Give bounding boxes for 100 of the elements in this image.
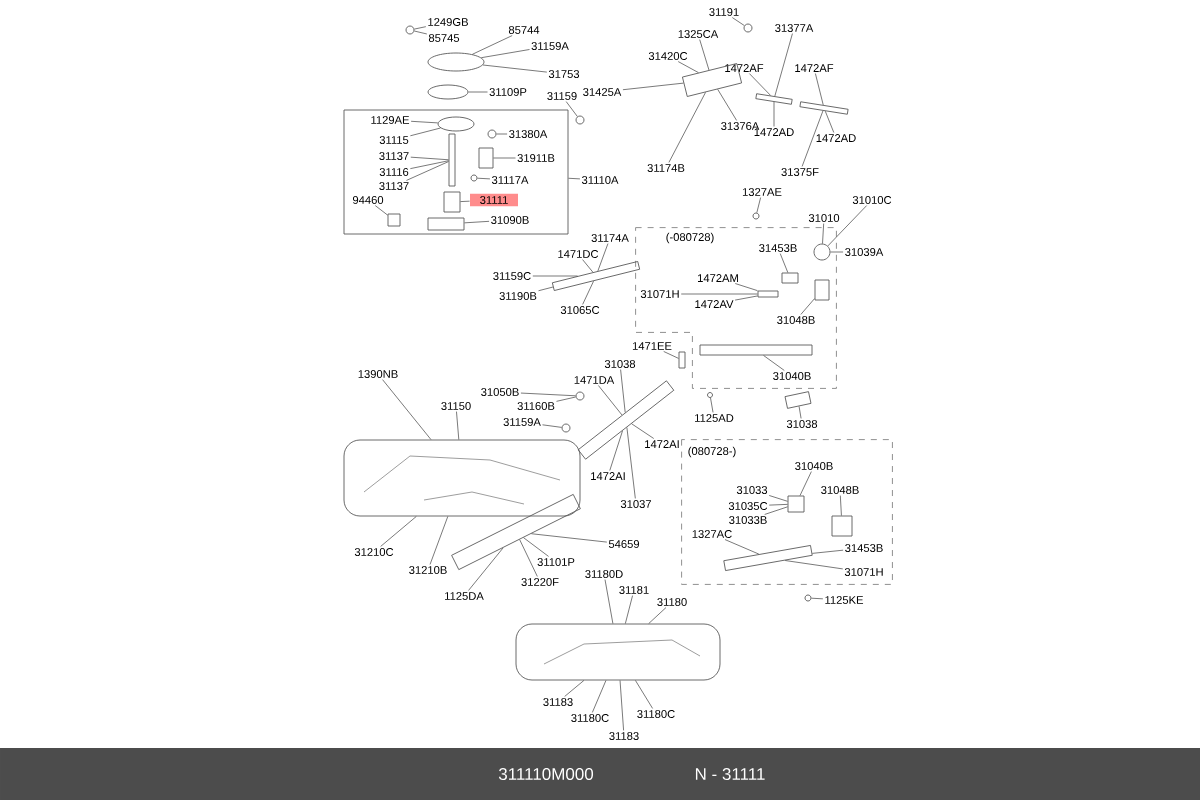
leader-line bbox=[597, 243, 609, 272]
ring-outline bbox=[427, 84, 469, 100]
leader-line bbox=[732, 17, 745, 26]
leader-line bbox=[801, 110, 824, 167]
leader-line bbox=[734, 283, 758, 292]
leader-line bbox=[756, 197, 761, 213]
leader-line bbox=[798, 406, 802, 419]
bolt-symbol bbox=[804, 594, 812, 602]
bolt-symbol bbox=[752, 212, 760, 220]
leader-line bbox=[531, 533, 608, 543]
leader-line bbox=[480, 49, 530, 59]
tube-outline bbox=[723, 545, 813, 572]
leader-line bbox=[410, 156, 449, 161]
leader-line bbox=[410, 127, 441, 137]
part-outline bbox=[831, 515, 853, 537]
leader-line bbox=[414, 26, 427, 30]
leader-line bbox=[468, 91, 488, 93]
leader-line bbox=[482, 64, 548, 73]
leader-line bbox=[774, 33, 793, 97]
bolt-symbol bbox=[561, 423, 571, 433]
ring-outline bbox=[427, 52, 485, 72]
leader-line bbox=[564, 680, 585, 697]
tube-outline bbox=[551, 261, 641, 291]
leader-line bbox=[609, 430, 623, 471]
tank-outline bbox=[343, 439, 581, 517]
leader-line bbox=[626, 427, 636, 499]
leader-line bbox=[749, 73, 771, 96]
tube-outline bbox=[577, 380, 675, 460]
leader-line bbox=[827, 205, 867, 247]
leader-line bbox=[822, 223, 825, 244]
leader-line bbox=[799, 471, 812, 496]
part-outline bbox=[814, 279, 830, 301]
bolt-symbol bbox=[575, 391, 585, 401]
leader-line bbox=[519, 539, 538, 577]
part-outline bbox=[387, 213, 401, 227]
part-outline bbox=[781, 272, 799, 284]
leader-line bbox=[784, 560, 844, 570]
tube-outline bbox=[757, 290, 779, 298]
leader-line bbox=[410, 160, 449, 169]
leader-line bbox=[460, 200, 470, 202]
leader-line bbox=[839, 495, 842, 516]
leader-line bbox=[477, 177, 491, 180]
tube-outline bbox=[699, 344, 813, 356]
part-outline bbox=[784, 391, 812, 409]
leader-line bbox=[699, 39, 710, 71]
leader-line bbox=[677, 61, 699, 73]
part-outline bbox=[678, 351, 686, 369]
part-outline bbox=[443, 191, 461, 213]
assembly-frame bbox=[343, 109, 569, 235]
leader-line bbox=[542, 424, 562, 428]
leader-line bbox=[592, 680, 607, 713]
leader-line bbox=[663, 351, 679, 359]
leader-line bbox=[724, 539, 760, 555]
leader-line bbox=[429, 516, 449, 565]
leader-line bbox=[812, 549, 844, 554]
leader-line bbox=[763, 355, 785, 371]
bolt-symbol bbox=[405, 25, 415, 35]
part-outline bbox=[787, 495, 805, 513]
leader-line bbox=[468, 547, 504, 591]
leader-line bbox=[568, 177, 581, 180]
leader-line bbox=[811, 597, 824, 600]
leader-line bbox=[734, 295, 758, 301]
tube-outline bbox=[448, 133, 456, 187]
leader-line bbox=[717, 89, 737, 121]
leader-line bbox=[532, 275, 578, 277]
leader-line bbox=[406, 161, 449, 181]
leader-line bbox=[680, 293, 758, 295]
leader-line bbox=[631, 423, 655, 439]
leader-line bbox=[622, 82, 684, 91]
tube-outline bbox=[755, 93, 793, 105]
leader-line bbox=[779, 253, 789, 273]
part-number: N - 31111 bbox=[695, 768, 765, 780]
leader-line bbox=[815, 73, 824, 106]
leader-line bbox=[582, 280, 594, 305]
bolt-symbol bbox=[487, 129, 497, 139]
part-outline bbox=[478, 147, 494, 169]
leader-line bbox=[768, 495, 788, 502]
part-outline bbox=[427, 217, 465, 231]
leader-line bbox=[493, 157, 516, 159]
leader-line bbox=[598, 385, 623, 416]
leader-line bbox=[668, 92, 706, 163]
leader-line bbox=[520, 392, 576, 397]
leader-line bbox=[380, 516, 417, 547]
bolt-symbol bbox=[470, 174, 478, 182]
bolt-symbol bbox=[743, 23, 753, 33]
leader-line bbox=[800, 298, 815, 315]
leader-line bbox=[635, 680, 653, 709]
leader-line bbox=[464, 220, 490, 224]
part-number: 311110M000 bbox=[498, 768, 594, 780]
tank-outline bbox=[515, 623, 721, 681]
leader-line bbox=[472, 35, 513, 55]
leader-line bbox=[496, 133, 508, 135]
leader-line bbox=[619, 680, 624, 731]
leader-line bbox=[773, 101, 775, 127]
tube-outline bbox=[451, 493, 581, 571]
leader-line bbox=[710, 397, 714, 413]
leader-line bbox=[824, 110, 835, 133]
leader-line bbox=[565, 101, 578, 117]
leader-line bbox=[764, 506, 788, 515]
leader-line bbox=[410, 120, 439, 124]
